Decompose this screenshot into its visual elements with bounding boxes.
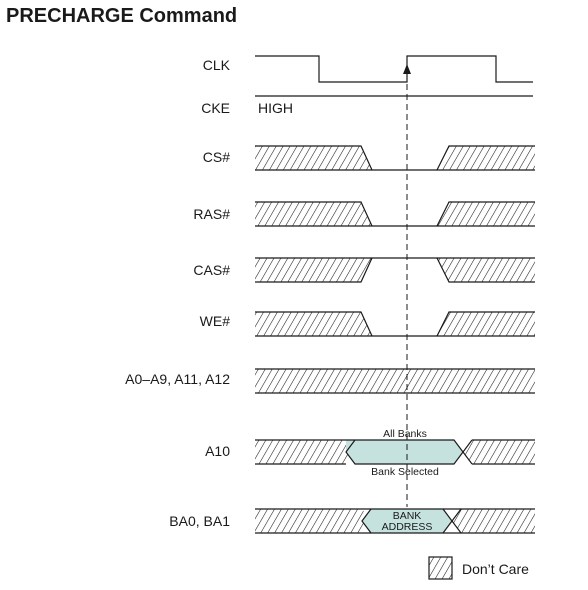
cas-waveform [255, 257, 535, 283]
label-a10: A10 [205, 443, 230, 459]
dont-care-label: Don’t Care [462, 561, 529, 577]
a10-valid-region [346, 440, 463, 464]
diagram-title: PRECHARGE Command [6, 5, 238, 27]
ba-waveform [255, 508, 535, 534]
label-cas: CAS# [193, 262, 230, 278]
label-we: WE# [200, 313, 231, 329]
bank-address-line1: BANK [393, 510, 422, 522]
label-address: A0–A9, A11, A12 [125, 371, 230, 387]
label-ba: BA0, BA1 [169, 513, 230, 529]
we-waveform [255, 311, 535, 337]
label-cke: CKE [201, 100, 230, 116]
ras-waveform [255, 201, 535, 227]
clk-rising-edge-arrow [403, 64, 411, 74]
bank-address-line2: ADDRESS [382, 521, 433, 533]
bank-selected-annotation: Bank Selected [371, 466, 439, 478]
label-ras: RAS# [193, 206, 230, 222]
legend: Don’t Care [428, 556, 529, 580]
label-clk: CLK [203, 57, 231, 73]
clk-waveform [255, 55, 533, 83]
label-cs: CS# [203, 149, 230, 165]
dont-care-swatch [428, 556, 453, 580]
cs-waveform [255, 145, 535, 171]
ba-valid-region [362, 509, 452, 533]
a10-waveform [255, 439, 535, 465]
cke-high-value: HIGH [258, 100, 293, 116]
all-banks-annotation: All Banks [383, 428, 427, 440]
address-waveform [255, 368, 535, 394]
